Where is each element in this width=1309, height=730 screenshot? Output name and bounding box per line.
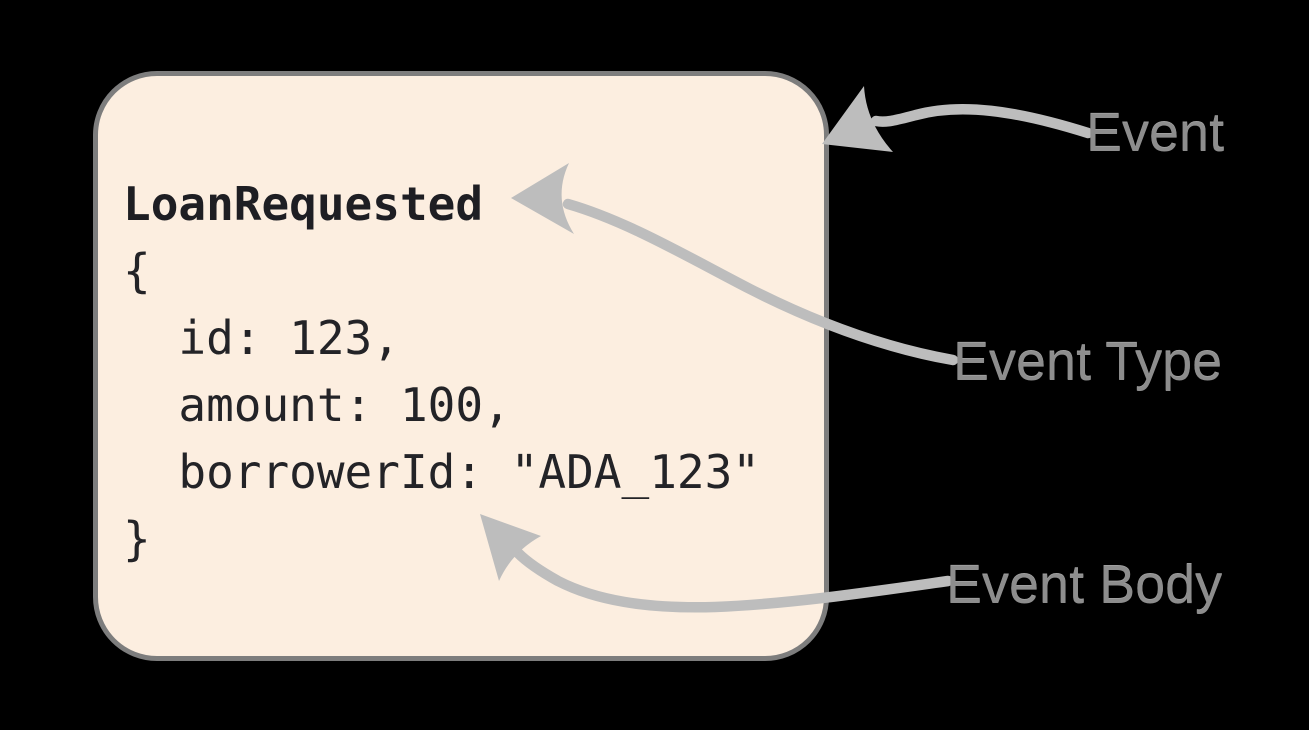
event-label: Event (1086, 103, 1225, 163)
event-body-text: { id: 123, amount: 100, borrowerId: "ADA… (123, 244, 760, 566)
event-code-block: LoanRequested { id: 123, amount: 100, bo… (123, 171, 760, 573)
event-arrowhead-icon (822, 86, 893, 152)
event-arrow (822, 86, 1094, 152)
event-type-text: LoanRequested (123, 177, 484, 231)
event-arrow-line (870, 104, 1094, 139)
event-body-label: Event Body (946, 555, 1223, 615)
event-type-label: Event Type (953, 332, 1223, 392)
event-card: LoanRequested { id: 123, amount: 100, bo… (93, 71, 829, 661)
